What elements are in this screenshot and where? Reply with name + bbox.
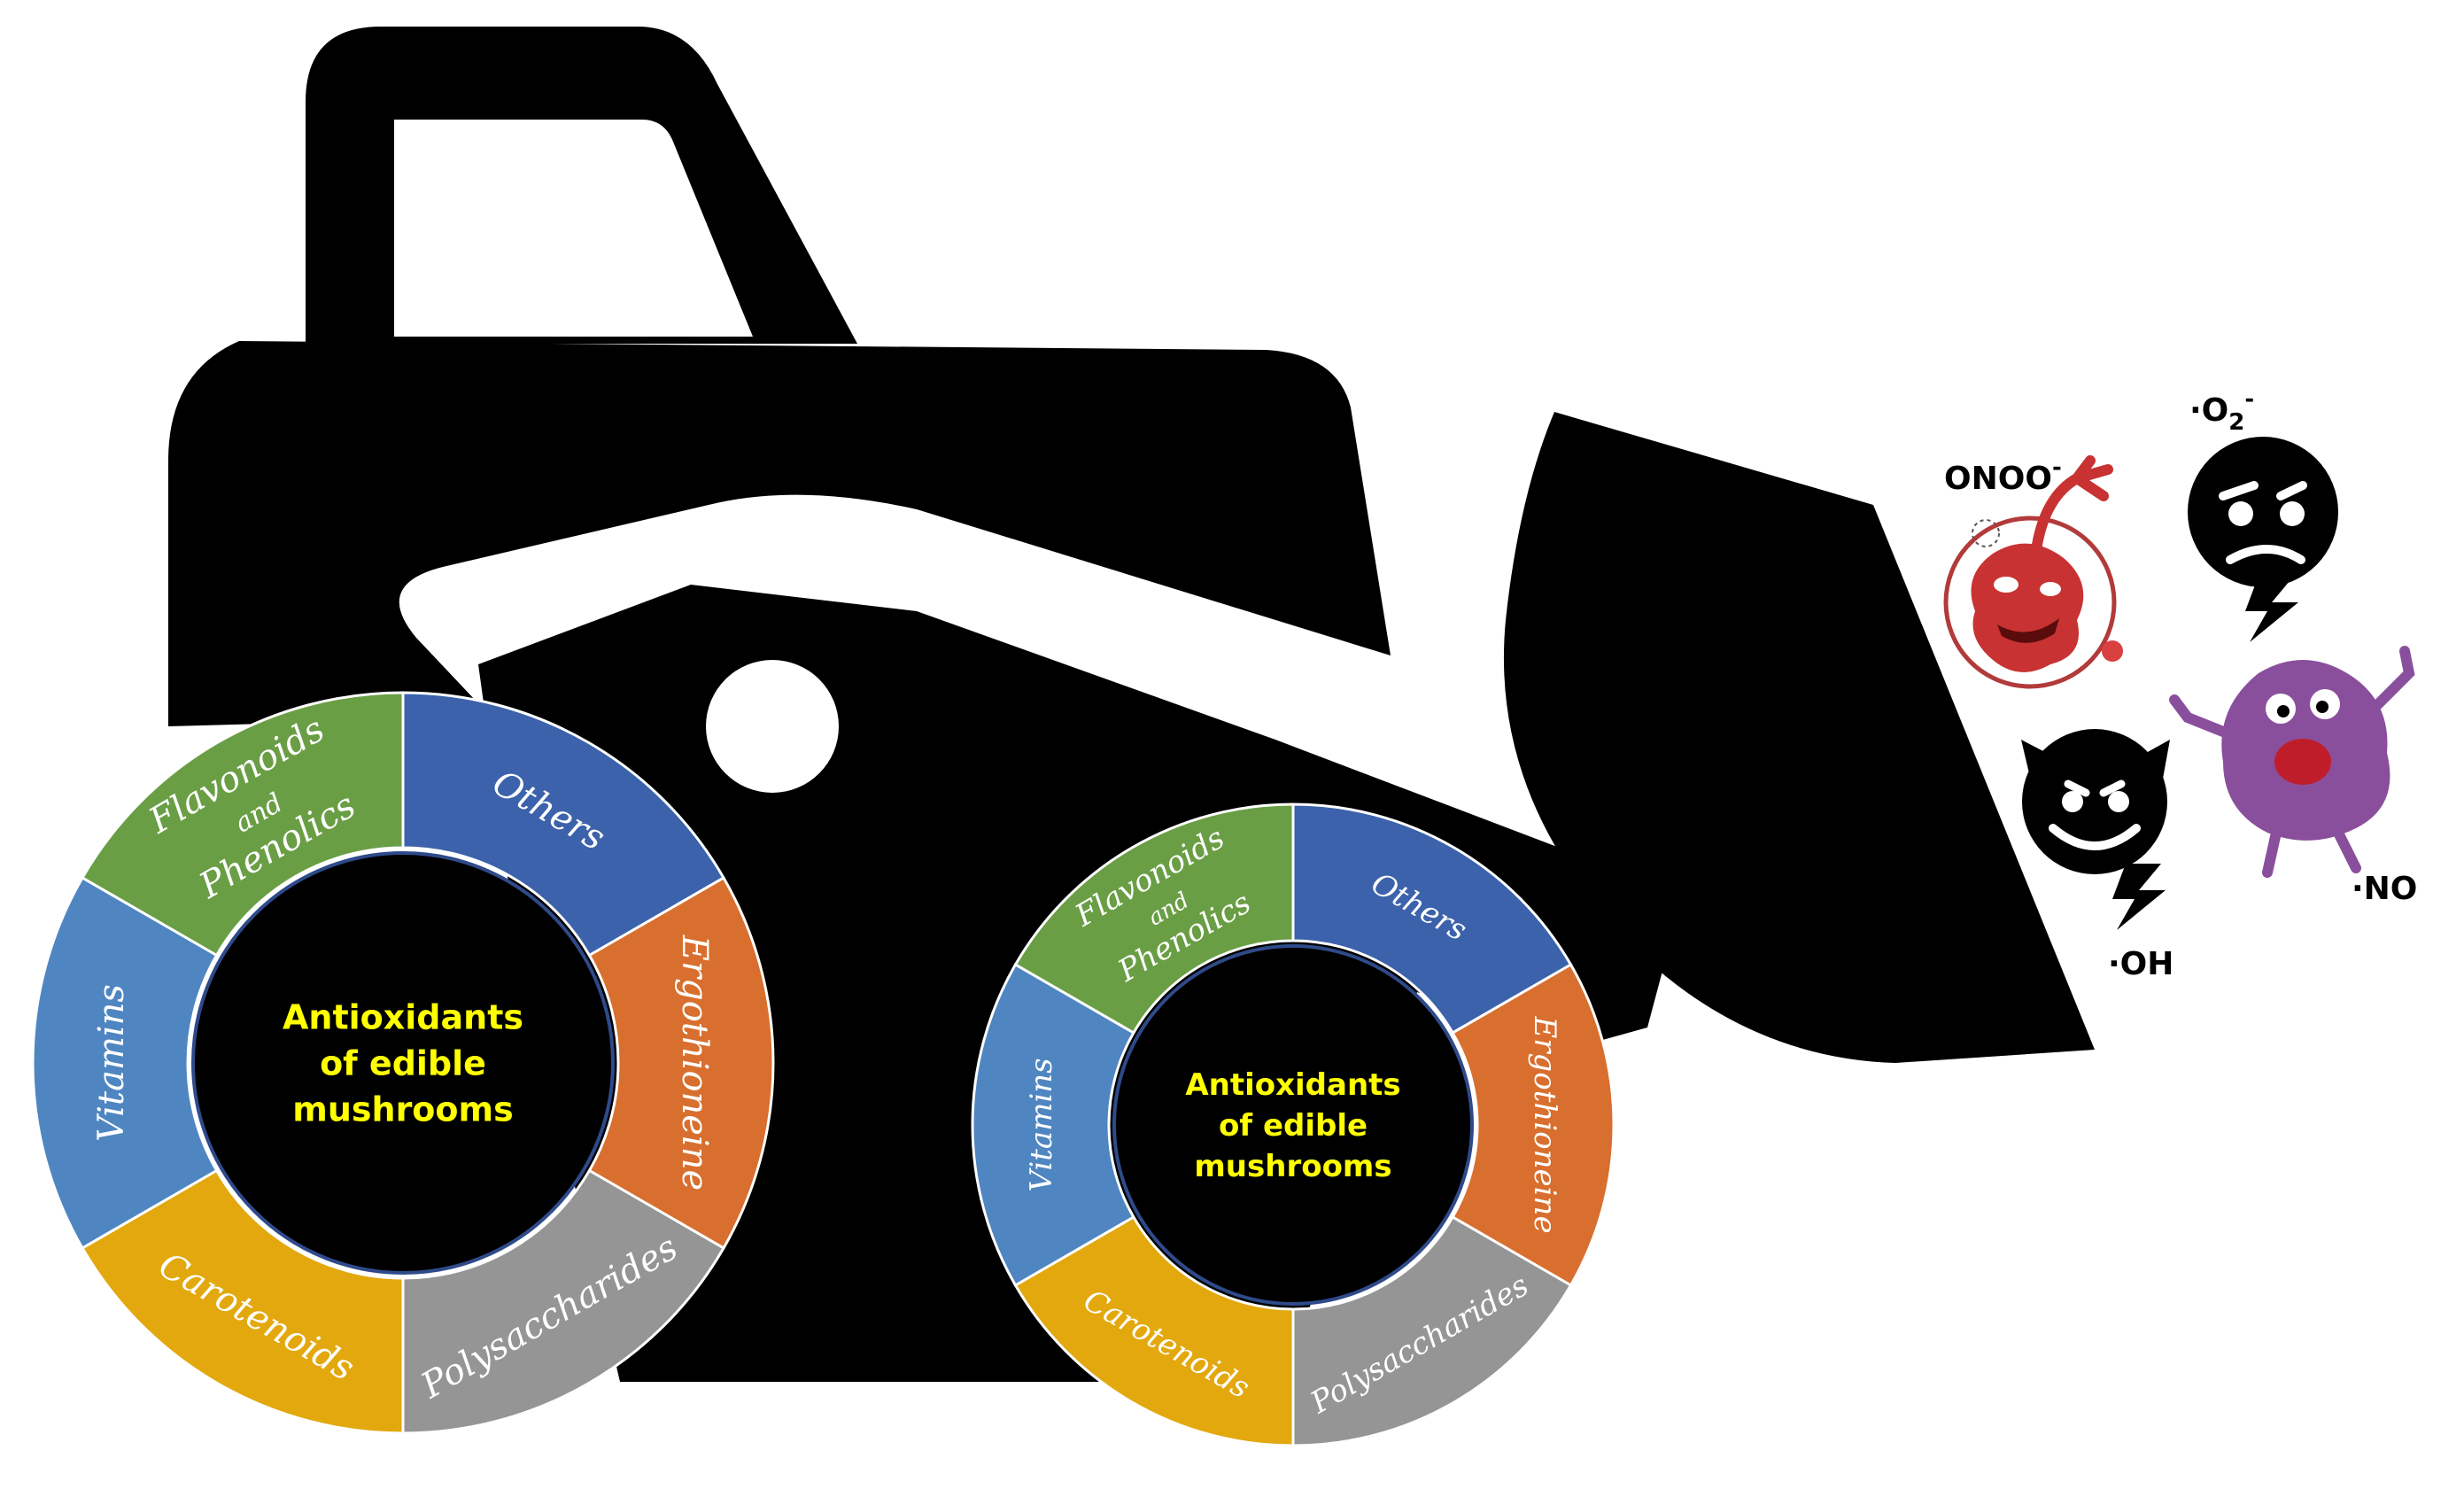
- devil-face-icon: [2021, 729, 2170, 930]
- wheel-segment: [971, 962, 1135, 1288]
- wheel-segment: [31, 875, 219, 1251]
- wheel-segment: [1291, 1214, 1573, 1447]
- wheel-segment: [80, 691, 405, 958]
- wheel-hub: [1112, 944, 1474, 1306]
- wheel-hub: [191, 851, 615, 1275]
- radical-onoo-label: ONOO-: [1944, 454, 2062, 497]
- radical-oh-label: ·OH: [2108, 946, 2173, 982]
- radical-no-label: ·NO: [2352, 871, 2417, 907]
- wheel-segment: [401, 691, 726, 958]
- wheel-segment-label: Ergothioneine: [1527, 1015, 1562, 1233]
- wheel-segment: [1291, 803, 1573, 1035]
- peroxynitrite-monster-icon: [1943, 455, 2123, 689]
- radical-o2-label: ·O2-: [2189, 386, 2254, 436]
- wheel-segment: [401, 1168, 726, 1435]
- wheel-segment-label: Vitamins: [91, 984, 132, 1142]
- purple-germ-icon: [2169, 646, 2415, 878]
- wheel-segment: [1013, 1214, 1295, 1447]
- wheel-segment-label: Ergothioneine: [674, 935, 715, 1190]
- radicals-group: ONOO- ·O2- ·OH: [1943, 386, 2417, 982]
- wheel-segment: [1013, 803, 1295, 1035]
- wheel-segment: [80, 1168, 405, 1435]
- angry-face-icon: [2188, 437, 2338, 642]
- wheel-segment: [587, 875, 775, 1251]
- wheel-segment: [1451, 962, 1616, 1288]
- wheel-segment-label: Vitamins: [1024, 1058, 1059, 1191]
